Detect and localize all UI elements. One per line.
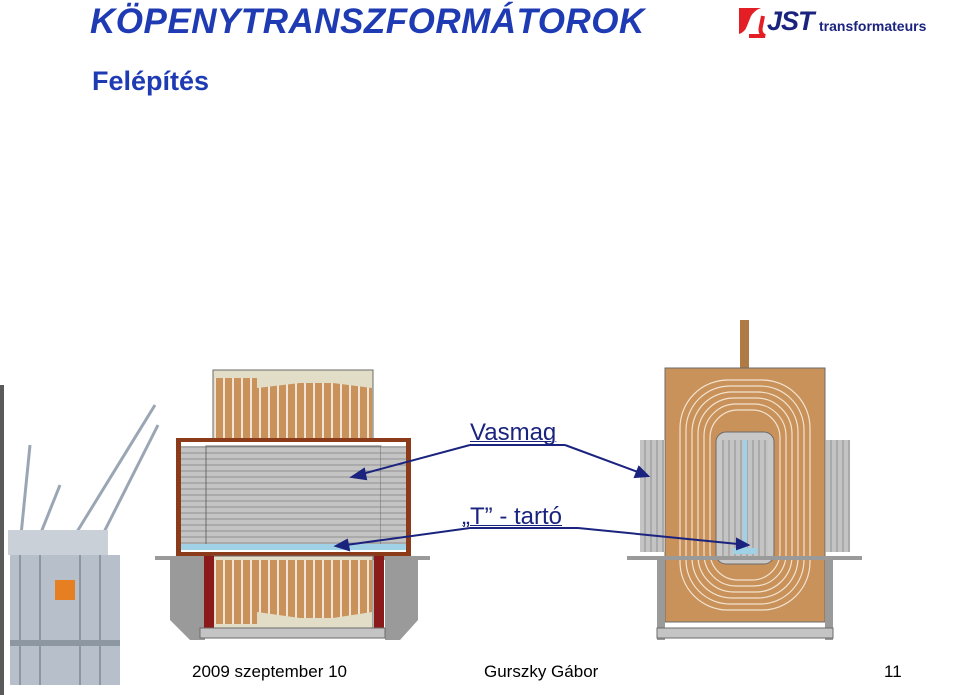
left-section-view <box>155 369 430 640</box>
logo-tagline: transformateurs <box>819 18 927 34</box>
footer-page-number: 11 <box>884 662 902 681</box>
logo-brand: JST <box>767 6 815 36</box>
label-t-support: „T” - tartó <box>462 503 562 530</box>
footer-author: Gurszky Gábor <box>484 662 599 681</box>
transformer-photo <box>0 385 165 695</box>
label-core: Vasmag <box>470 419 557 446</box>
jst-logo-icon <box>739 8 766 38</box>
page-subtitle: Felépítés <box>92 66 210 96</box>
annotation-arrows <box>333 444 751 552</box>
footer-date: 2009 szeptember 10 <box>192 662 347 681</box>
page-title: KÖPENYTRANSZFORMÁTOROK <box>90 2 645 41</box>
jst-logo: JST transformateurs <box>735 4 935 40</box>
right-section-view <box>627 320 862 640</box>
